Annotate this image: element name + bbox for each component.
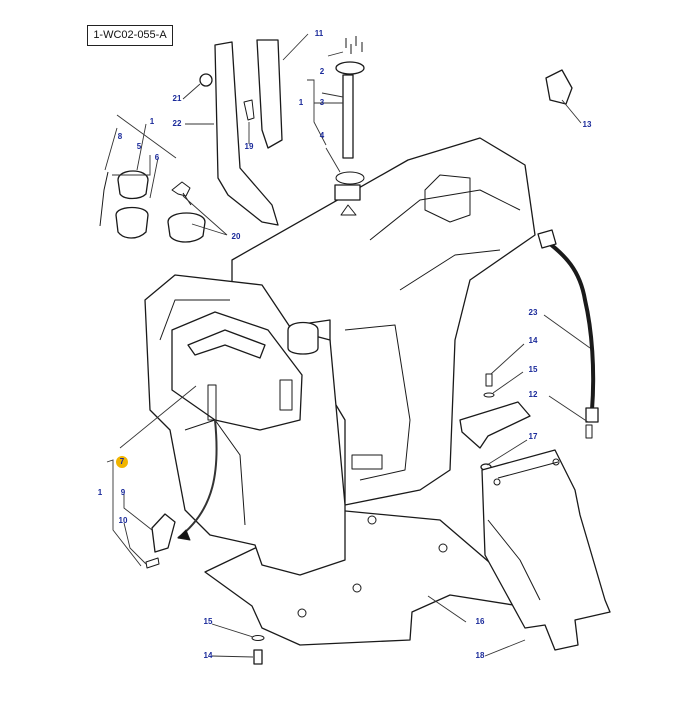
container-handle <box>187 329 266 359</box>
callout-5: 5 <box>137 142 142 151</box>
side-tank-contour <box>159 299 246 526</box>
assembly-arrow <box>177 419 218 539</box>
callout-15a: 15 <box>529 365 538 374</box>
tank-recess <box>424 174 471 223</box>
fuel-sender-flange <box>335 61 365 75</box>
floor-hole <box>352 583 362 593</box>
callout-15b: 15 <box>204 617 213 626</box>
washer-15-upper <box>483 392 495 398</box>
hose-fitting-bottom <box>585 407 599 423</box>
callout-10: 10 <box>119 516 128 525</box>
callout-2: 2 <box>320 67 325 76</box>
bolt-12 <box>585 424 593 439</box>
hose-clip <box>545 69 573 105</box>
mounting-bracket <box>214 41 279 226</box>
tank-inner-shadow <box>344 324 411 481</box>
fuel-sender-tube <box>342 74 354 159</box>
floor-hole <box>438 543 448 553</box>
callout-14a: 14 <box>529 336 538 345</box>
heat-shield <box>481 449 611 651</box>
container-cap <box>287 321 319 355</box>
support-bracket <box>459 401 531 449</box>
shield-hole <box>493 478 501 486</box>
floor-hole <box>367 515 377 525</box>
sender-screws <box>345 36 363 54</box>
filler-cap <box>117 170 149 200</box>
callout-23: 23 <box>529 308 538 317</box>
bracket-bolt <box>243 99 255 121</box>
callout-1-top: 1 <box>299 98 304 107</box>
callout-19: 19 <box>245 142 254 151</box>
callout-6: 6 <box>155 153 160 162</box>
fuel-hose <box>543 238 596 411</box>
hose-fitting-top <box>537 229 557 249</box>
locking-cap <box>167 212 206 243</box>
callout-1-left: 1 <box>150 117 155 126</box>
callout-7: 7 <box>120 457 125 466</box>
heat-shield-fold <box>487 461 559 601</box>
callout-12: 12 <box>529 390 538 399</box>
callout-22: 22 <box>173 119 182 128</box>
arrowhead <box>177 529 191 541</box>
callout-21: 21 <box>173 94 182 103</box>
callout-11: 11 <box>315 29 324 38</box>
retaining-chain <box>99 171 109 227</box>
reference-code-label: 1-WC02-055-A <box>87 25 173 46</box>
filler-neck-ring <box>115 206 149 239</box>
tank-filler-neck <box>334 184 361 201</box>
bolt-14-upper <box>485 373 493 387</box>
latch-9 <box>151 513 176 553</box>
screw-10 <box>145 557 160 569</box>
tank-slot <box>351 454 383 470</box>
fuel-sender-gasket <box>335 171 365 185</box>
bushing <box>199 73 213 87</box>
cap-key <box>171 181 192 206</box>
callout-16: 16 <box>476 617 485 626</box>
tank-ridge <box>369 189 521 291</box>
callout-9: 9 <box>121 488 126 497</box>
callout-13: 13 <box>583 120 592 129</box>
upper-bracket <box>256 39 283 149</box>
tank-top-symbol <box>340 204 357 216</box>
shield-hole <box>552 458 560 466</box>
washer-15-lower <box>251 635 265 641</box>
callout-3: 3 <box>320 98 325 107</box>
callout-1-low: 1 <box>98 488 103 497</box>
floor-hole <box>297 608 307 618</box>
leader-lines <box>104 33 591 658</box>
bolt-14-lower <box>253 649 263 665</box>
callout-17: 17 <box>529 432 538 441</box>
callout-8: 8 <box>118 132 123 141</box>
callout-18: 18 <box>476 651 485 660</box>
callout-14b: 14 <box>204 651 213 660</box>
callout-4: 4 <box>320 131 325 140</box>
callout-20: 20 <box>232 232 241 241</box>
callout-highlight <box>116 456 128 468</box>
